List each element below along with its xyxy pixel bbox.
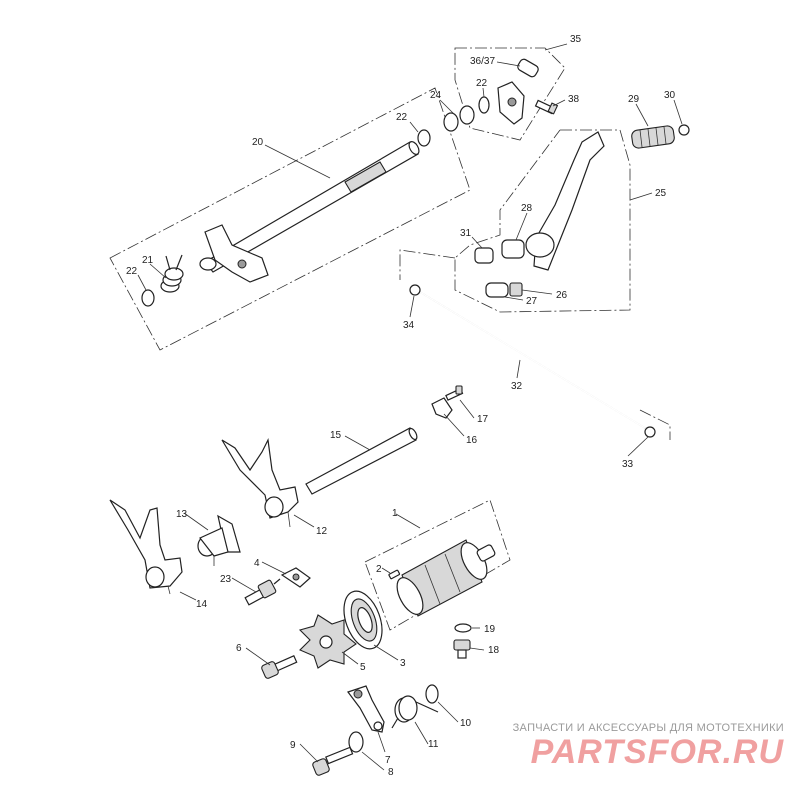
leader-lines (137, 43, 683, 771)
watermark-tagline: ЗАПЧАСТИ И АКСЕССУАРЫ ДЛЯ МОТОТЕХНИКИ (512, 722, 784, 734)
callout-27: 27 (526, 296, 538, 307)
plug-18 (453, 639, 471, 659)
callout-28: 28 (521, 203, 533, 214)
circlip (478, 96, 490, 114)
pin-2 (388, 569, 401, 580)
callout-26: 26 (556, 290, 568, 301)
detent-arm-7 (347, 685, 385, 733)
selector-arm-group (443, 47, 566, 141)
washer-8 (348, 731, 364, 753)
detent-plate (431, 397, 453, 419)
callout-4: 4 (254, 558, 260, 569)
callout-38: 38 (568, 94, 580, 105)
callout-19: 19 (484, 624, 496, 635)
detent-cam-5 (298, 614, 357, 669)
callout-10: 10 (460, 718, 472, 729)
bearing-3 (343, 590, 383, 650)
selector-drum (396, 539, 496, 617)
bolt-17 (445, 385, 464, 401)
fork-shaft (305, 427, 418, 495)
gearshift-shaft (199, 141, 420, 283)
callout-7: 7 (385, 755, 391, 766)
callout-11: 11 (428, 739, 439, 750)
callout-8: 8 (388, 767, 394, 778)
circlip (141, 289, 155, 307)
callout-31: 31 (460, 228, 472, 239)
gear-pedal-group (399, 124, 690, 313)
callout-32: 32 (511, 381, 523, 392)
watermark: ЗАПЧАСТИ И АКСЕССУАРЫ ДЛЯ МОТОТЕХНИКИ PA… (513, 722, 784, 770)
callout-12: 12 (316, 526, 328, 537)
callout-22: 22 (126, 266, 138, 277)
pin-3637 (517, 58, 539, 78)
callout-33: 33 (622, 459, 634, 470)
spring-11 (391, 695, 439, 729)
callout-29: 29 (628, 94, 640, 105)
callout-34: 34 (403, 320, 415, 331)
plate-4 (280, 567, 311, 588)
pedal-pin (678, 124, 690, 136)
callout-2: 2 (376, 564, 382, 575)
callout-21: 21 (142, 255, 154, 266)
bolt-38 (534, 99, 559, 115)
bush-28 (501, 239, 525, 259)
washer-19 (454, 623, 472, 633)
callout-18: 18 (488, 645, 500, 656)
linkage-rod (409, 284, 671, 440)
callout-16: 16 (466, 435, 478, 446)
gearshift-shaft-group (109, 87, 471, 351)
rod-end-33 (644, 426, 656, 438)
callout-20: 20 (252, 137, 264, 148)
callout-24: 24 (430, 90, 442, 101)
callout-22: 22 (476, 78, 488, 89)
callout-30: 30 (664, 90, 676, 101)
return-spring (160, 254, 184, 293)
pedal-spring (631, 125, 675, 149)
bolt-9 (312, 746, 354, 776)
washer (459, 105, 475, 125)
washer-10 (425, 684, 439, 704)
gear-pedal (525, 131, 605, 271)
spacer-31 (474, 247, 494, 264)
callout-14: 14 (196, 599, 208, 610)
stud-23 (244, 578, 281, 606)
callout-23: 23 (220, 574, 232, 585)
callout-3: 3 (400, 658, 406, 669)
callout-13: 13 (176, 509, 188, 520)
callout-25: 25 (655, 188, 667, 199)
callout-17: 17 (477, 414, 489, 425)
callout-5: 5 (360, 662, 366, 673)
callout-9: 9 (290, 740, 296, 751)
callout-labels: 20 22 22 21 35 36/37 22 24 38 29 30 25 2… (126, 34, 676, 778)
selector-arm (497, 81, 525, 125)
bolt-6 (261, 654, 298, 679)
washer (443, 112, 459, 132)
bush-27 (485, 282, 509, 298)
callout-35: 35 (570, 34, 582, 45)
nut-26 (509, 282, 523, 297)
selector-fork-12 (221, 437, 299, 528)
callout-6: 6 (236, 643, 242, 654)
selector-drum-group (364, 499, 511, 631)
callout-22: 22 (396, 112, 408, 123)
rod-end-34 (409, 284, 421, 296)
callout-36-37: 36/37 (470, 56, 495, 67)
selector-fork-14 (109, 499, 183, 595)
callout-1: 1 (392, 508, 398, 519)
circlip (417, 129, 431, 147)
callout-15: 15 (330, 430, 342, 441)
selector-fork-13 (197, 514, 241, 566)
watermark-logo: PARTSFOR.RU (530, 733, 784, 771)
